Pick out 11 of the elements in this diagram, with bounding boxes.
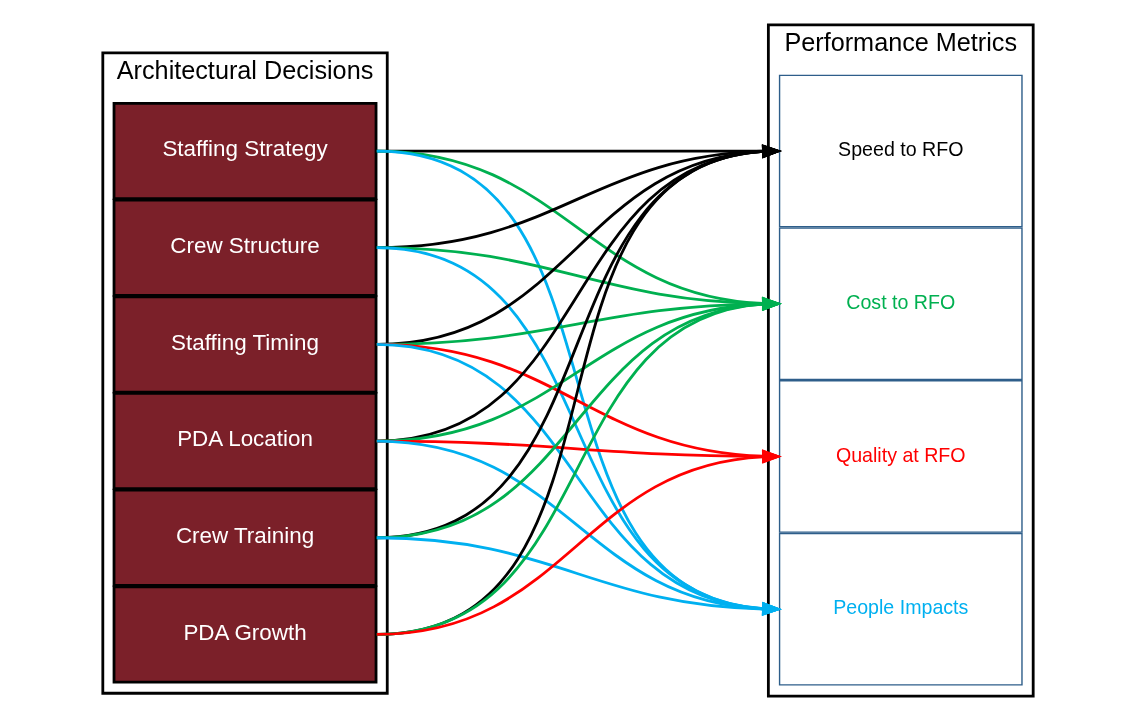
- node-box: People Impacts: [778, 532, 1023, 686]
- node-box: Crew Structure: [112, 198, 378, 297]
- node-box: Staffing Timing: [112, 295, 378, 394]
- node-box: Cost to RFO: [778, 227, 1023, 381]
- arrow: [376, 536, 782, 616]
- node-box: Quality at RFO: [778, 380, 1023, 533]
- node-box: Staffing Strategy: [112, 102, 378, 201]
- node-box: Crew Training: [112, 488, 378, 587]
- node-box: PDA Growth: [112, 585, 378, 684]
- node-box: Speed to RFO: [778, 74, 1023, 228]
- node-box: PDA Location: [112, 392, 378, 491]
